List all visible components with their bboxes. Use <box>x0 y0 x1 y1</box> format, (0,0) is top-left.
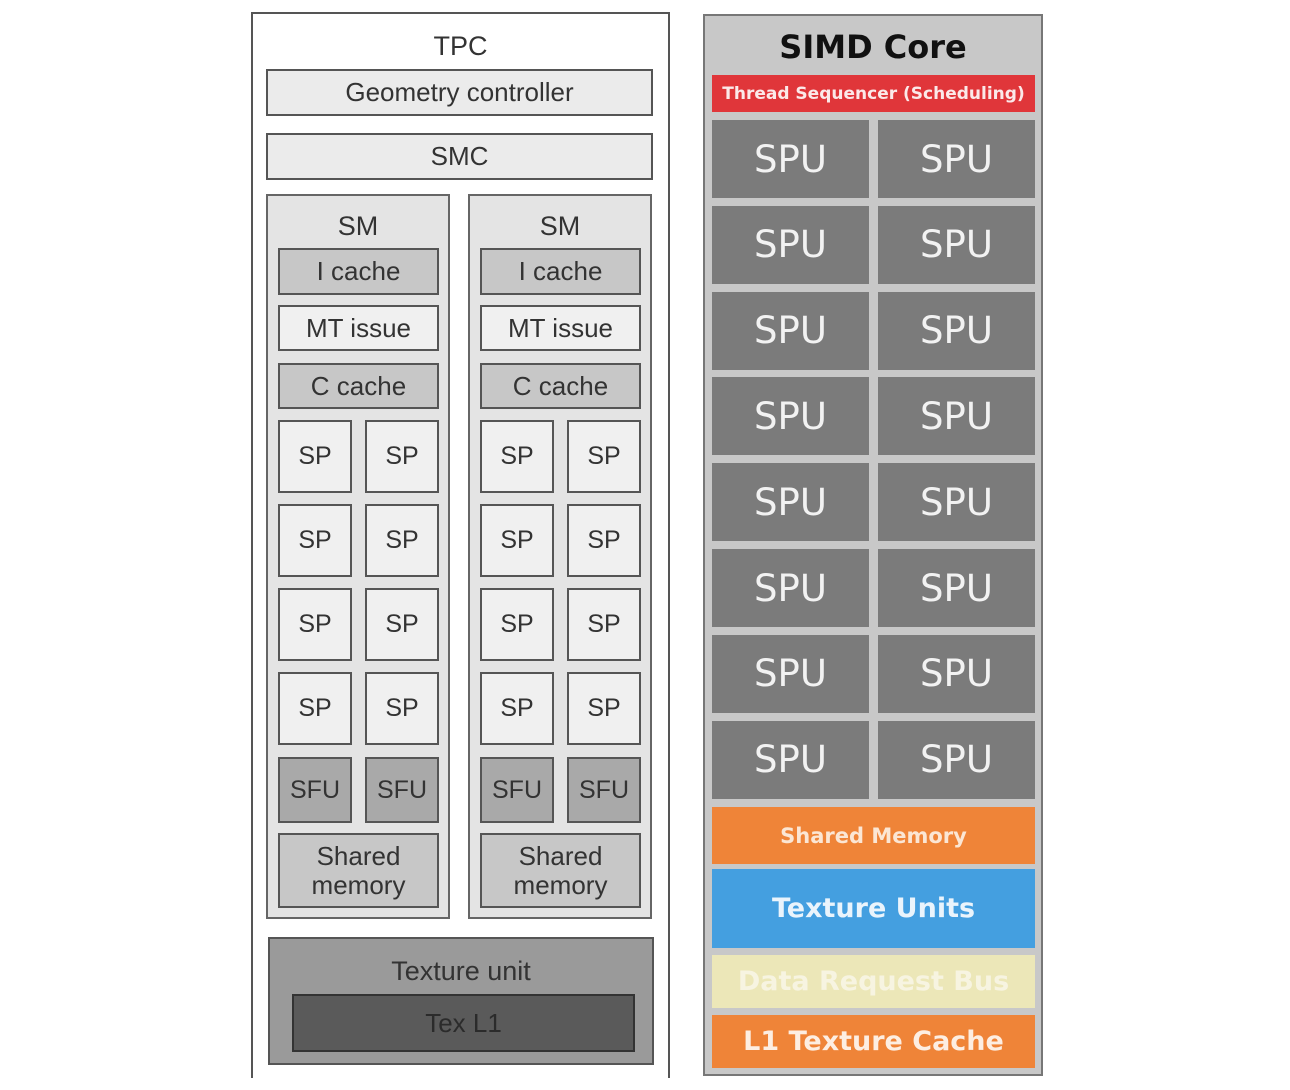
shared-memory-line: memory <box>513 869 608 900</box>
spu-unit: SPU <box>878 120 1035 198</box>
tex-l1: Tex L1 <box>292 994 635 1052</box>
sp-unit: SP <box>567 420 641 493</box>
shared-memory-line: memory <box>311 869 406 900</box>
shared-memory-line: Shared <box>316 840 401 871</box>
i-cache: I cache <box>480 248 641 295</box>
sp-unit: SP <box>480 504 554 577</box>
i-cache: I cache <box>278 248 439 295</box>
sp-unit: SP <box>278 420 352 493</box>
sp-unit: SP <box>365 588 439 661</box>
geometry-controller: Geometry controller <box>266 69 653 116</box>
tpc-panel: TPC Geometry controller SMC Texture unit… <box>251 12 670 1078</box>
spu-unit: SPU <box>712 205 869 284</box>
sp-unit: SP <box>567 672 641 745</box>
sfu-unit: SFU <box>365 757 439 823</box>
sp-unit: SP <box>567 504 641 577</box>
thread-sequencer: Thread Sequencer (Scheduling) <box>712 75 1035 112</box>
sp-unit: SP <box>480 420 554 493</box>
spu-unit: SPU <box>712 720 869 799</box>
simd-core-title: SIMD Core <box>779 28 967 66</box>
spu-unit: SPU <box>712 463 869 542</box>
spu-unit: SPU <box>878 377 1035 456</box>
sp-unit: SP <box>365 672 439 745</box>
sp-unit: SP <box>278 672 352 745</box>
spu-unit: SPU <box>712 549 869 627</box>
sm-title: SM <box>337 210 379 241</box>
spu-unit: SPU <box>712 634 869 713</box>
spu-unit: SPU <box>712 291 869 370</box>
sp-unit: SP <box>278 504 352 577</box>
sp-unit: SP <box>365 420 439 493</box>
texture-unit-title: Texture unit <box>391 955 531 986</box>
shared-memory-line: Shared <box>518 840 603 871</box>
sp-unit: SP <box>365 504 439 577</box>
smc: SMC <box>266 133 653 180</box>
sp-unit: SP <box>567 588 641 661</box>
sp-unit: SP <box>278 588 352 661</box>
sp-unit: SP <box>480 588 554 661</box>
sfu-unit: SFU <box>278 757 352 823</box>
simd-shared-memory: Shared Memory <box>712 807 1035 864</box>
spu-unit: SPU <box>878 205 1035 284</box>
mt-issue: MT issue <box>278 305 439 351</box>
simd-core-panel: SIMD Core Thread Sequencer (Scheduling) … <box>703 14 1043 1076</box>
simd-texture-units: Texture Units <box>712 869 1035 948</box>
spu-unit: SPU <box>712 377 869 456</box>
spu-unit: SPU <box>712 120 869 198</box>
spu-unit: SPU <box>878 291 1035 370</box>
c-cache: C cache <box>278 363 439 409</box>
simd-l1-texture-cache: L1 Texture Cache <box>712 1015 1035 1068</box>
sm-title: SM <box>539 210 581 241</box>
spu-unit: SPU <box>878 720 1035 799</box>
spu-unit: SPU <box>878 634 1035 713</box>
sp-unit: SP <box>480 672 554 745</box>
c-cache: C cache <box>480 363 641 409</box>
mt-issue: MT issue <box>480 305 641 351</box>
sfu-unit: SFU <box>567 757 641 823</box>
spu-unit: SPU <box>878 549 1035 627</box>
tpc-title: TPC <box>433 30 488 61</box>
spu-unit: SPU <box>878 463 1035 542</box>
texture-unit: Texture unit Tex L1 <box>268 937 654 1065</box>
sfu-unit: SFU <box>480 757 554 823</box>
simd-data-request-bus: Data Request Bus <box>712 955 1035 1008</box>
